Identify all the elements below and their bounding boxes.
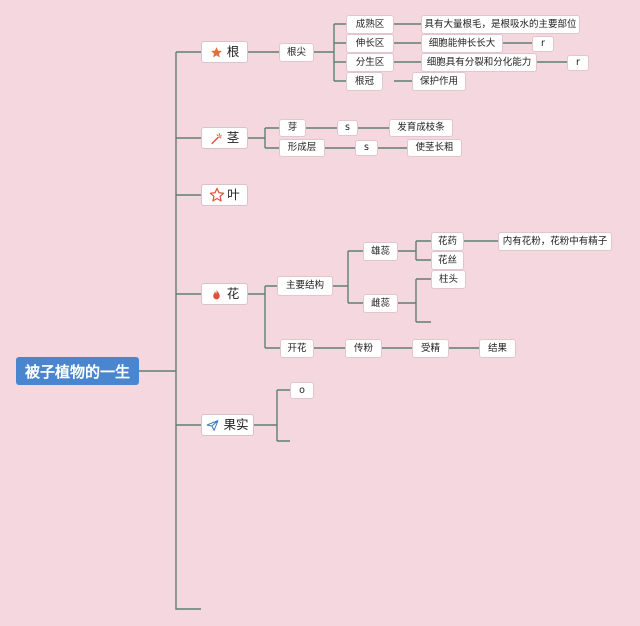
main-structure-node[interactable]: 主要结构 — [277, 276, 333, 296]
zone-meristem-node[interactable]: 分生区 — [346, 53, 394, 72]
zone-elongation-desc[interactable]: 细胞能伸长长大 — [421, 34, 503, 53]
zone-rootcap-desc[interactable]: 保护作用 — [412, 72, 466, 91]
zone-rootcap-node[interactable]: 根冠 — [346, 72, 383, 91]
pistil-bracket — [398, 278, 431, 323]
flame-icon — [210, 288, 223, 301]
star-outline-icon — [209, 187, 225, 203]
anther-desc[interactable]: 内有花粉，花粉中有精子 — [498, 232, 612, 251]
branch-root-node[interactable]: 根 — [201, 41, 248, 63]
process-pollination-node[interactable]: 传粉 — [345, 339, 382, 358]
fruit-bracket — [254, 389, 290, 442]
branch-root-label: 根 — [226, 43, 240, 59]
tip-bracket — [314, 23, 346, 82]
branch-flower-node[interactable]: 花 — [201, 283, 248, 305]
bud-desc[interactable]: 发育成枝条 — [389, 119, 453, 137]
cambium-mid-node[interactable]: s — [355, 140, 378, 156]
process-fruiting-node[interactable]: 结果 — [479, 339, 516, 358]
branch-fruit-label: 果实 — [223, 416, 249, 432]
cambium-node[interactable]: 形成层 — [279, 139, 325, 157]
magic-wand-icon — [210, 132, 223, 145]
zone-meristem-extra[interactable]: r — [567, 55, 589, 71]
stamen-node[interactable]: 雄蕊 — [363, 242, 398, 261]
paper-plane-icon — [206, 419, 219, 432]
branch-leaf-node[interactable]: 叶 — [201, 184, 248, 206]
main-trunk — [175, 52, 201, 610]
star-icon — [210, 46, 223, 59]
process-fertilization-node[interactable]: 受精 — [412, 339, 449, 358]
zone-maturation-desc[interactable]: 具有大量根毛，是根吸水的主要部位 — [421, 15, 580, 34]
filament-node[interactable]: 花丝 — [431, 251, 464, 270]
branch-stem-label: 茎 — [226, 129, 240, 145]
cambium-desc[interactable]: 使茎长粗 — [407, 139, 462, 157]
stem-row-connectors — [306, 127, 407, 149]
branch-leaf-label: 叶 — [227, 186, 240, 202]
stigma-node[interactable]: 柱头 — [431, 270, 466, 289]
zone-desc-connectors — [394, 23, 421, 82]
main-structure-bracket — [333, 250, 363, 304]
bud-mid-node[interactable]: s — [337, 120, 358, 136]
stamen-bracket — [398, 240, 431, 261]
zone-meristem-desc[interactable]: 细胞具有分裂和分化能力 — [421, 53, 537, 72]
root-node[interactable]: 被子植物的一生 — [16, 357, 139, 385]
root-tip-node[interactable]: 根尖 — [279, 43, 314, 62]
fruit-child-node[interactable]: o — [290, 382, 314, 399]
pistil-node[interactable]: 雌蕊 — [363, 294, 398, 313]
bud-node[interactable]: 芽 — [279, 119, 306, 137]
anther-node[interactable]: 花药 — [431, 232, 464, 251]
branch-flower-label: 花 — [226, 285, 240, 301]
zone-extra-connectors — [503, 42, 567, 63]
stem-bracket — [248, 127, 279, 149]
branch-stem-node[interactable]: 茎 — [201, 127, 248, 149]
zone-elongation-extra[interactable]: r — [532, 36, 554, 52]
process-bloom-node[interactable]: 开花 — [280, 339, 314, 358]
branch-fruit-node[interactable]: 果实 — [201, 414, 254, 436]
zone-elongation-node[interactable]: 伸长区 — [346, 34, 394, 53]
flower-bracket — [248, 285, 280, 349]
zone-maturation-node[interactable]: 成熟区 — [346, 15, 394, 34]
